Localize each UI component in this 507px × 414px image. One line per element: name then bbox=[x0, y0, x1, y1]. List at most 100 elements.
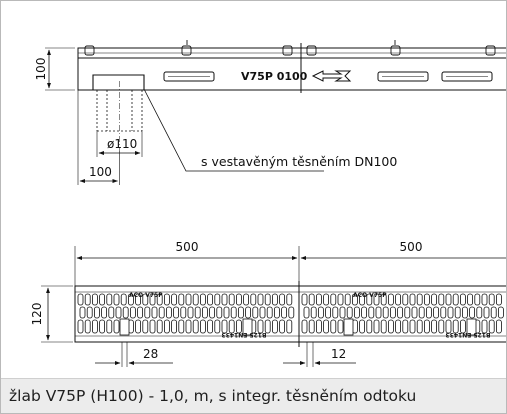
grate-slot bbox=[173, 306, 180, 319]
grate-code-label-left: B125 EN1433 bbox=[221, 331, 266, 338]
grate-slot bbox=[281, 306, 288, 319]
grate-code-label-right: B125 EN1433 bbox=[445, 331, 490, 338]
grate-slot bbox=[402, 319, 409, 334]
grate-slot bbox=[481, 293, 488, 306]
grate-slot bbox=[84, 319, 91, 334]
grate-slot bbox=[339, 306, 346, 319]
grate-slot bbox=[185, 319, 192, 334]
grate-slot bbox=[207, 319, 214, 334]
grate-slot bbox=[187, 306, 194, 319]
grate-slot bbox=[337, 293, 344, 306]
grate-slot bbox=[303, 306, 310, 319]
grate-slot bbox=[271, 293, 278, 306]
grate-slot bbox=[86, 306, 93, 319]
grate-slot bbox=[207, 293, 214, 306]
grate-slot bbox=[288, 306, 295, 319]
outlet-pipe bbox=[96, 90, 143, 132]
grate-slot bbox=[308, 319, 315, 334]
grate-slot bbox=[279, 293, 286, 306]
grate-slot bbox=[452, 319, 459, 334]
grate-slot bbox=[257, 293, 264, 306]
grate-slot bbox=[301, 319, 308, 334]
grate-slot bbox=[387, 319, 394, 334]
grate-slot bbox=[178, 319, 185, 334]
grate-slot bbox=[361, 306, 368, 319]
grate-slot bbox=[214, 293, 221, 306]
grate-slot bbox=[199, 319, 206, 334]
grate-slot bbox=[459, 319, 466, 334]
height-dim-label: 100 bbox=[34, 58, 48, 81]
grate-slot bbox=[92, 293, 98, 306]
grate-slot bbox=[409, 319, 416, 334]
grate-clip bbox=[242, 318, 253, 336]
grate-slot bbox=[106, 319, 113, 334]
grate-slot bbox=[230, 306, 237, 319]
grate-slot bbox=[257, 319, 264, 334]
grate-slot bbox=[228, 293, 235, 306]
grate-slot bbox=[315, 293, 322, 306]
grate-outline bbox=[74, 285, 506, 343]
grate-slot bbox=[221, 319, 228, 334]
grate-slot bbox=[476, 306, 483, 319]
grate-slot bbox=[308, 293, 315, 306]
grate-slot bbox=[94, 306, 100, 319]
grate-slot bbox=[317, 306, 324, 319]
figure-caption: žlab V75P (H100) - 1,0, m, s integr. těs… bbox=[9, 387, 417, 405]
grate-slot bbox=[423, 293, 430, 306]
grate-slot bbox=[84, 293, 91, 306]
gap-dim-label-right: 12 bbox=[331, 347, 346, 361]
grate-slot bbox=[156, 319, 163, 334]
grate-slot bbox=[113, 319, 120, 334]
grate-slot bbox=[158, 306, 165, 319]
grate-slot bbox=[418, 306, 425, 319]
grate-slot bbox=[99, 293, 105, 306]
grate-slot bbox=[346, 306, 353, 319]
gap-dim-label-left: 28 bbox=[143, 347, 158, 361]
grate-slot bbox=[474, 293, 481, 306]
grate-slot bbox=[301, 293, 308, 306]
grate-slot bbox=[445, 293, 452, 306]
seal-label: s vestavěným těsněním DN100 bbox=[201, 154, 397, 169]
grate-slot bbox=[99, 319, 105, 334]
grate-slot bbox=[115, 306, 122, 319]
grate-slot bbox=[235, 293, 242, 306]
technical-drawing: 100 V75P 0100 ø110 100 s vestavěným těsn… bbox=[30, 40, 506, 367]
grate-slot bbox=[323, 319, 330, 334]
grate-slot bbox=[330, 293, 337, 306]
grate-slot bbox=[368, 306, 375, 319]
grate-slot bbox=[149, 319, 156, 334]
grate-slot bbox=[171, 319, 178, 334]
grate-slot bbox=[106, 293, 113, 306]
length-dim-label-left: 500 bbox=[176, 240, 199, 254]
grate-slot bbox=[192, 293, 199, 306]
grate-slot bbox=[325, 306, 332, 319]
grate-slot bbox=[454, 306, 461, 319]
grate-slot bbox=[440, 306, 447, 319]
grate-pattern bbox=[77, 293, 504, 336]
grate-slot bbox=[467, 293, 474, 306]
grate-slot bbox=[223, 306, 230, 319]
grate-slot bbox=[373, 319, 380, 334]
side-slots bbox=[163, 71, 493, 82]
grate-slot bbox=[387, 293, 394, 306]
grate-slot bbox=[201, 306, 208, 319]
grate-slot bbox=[101, 306, 107, 319]
grate-slot bbox=[264, 319, 271, 334]
grate-slot bbox=[337, 319, 344, 334]
grate-slot bbox=[271, 319, 278, 334]
grate-slot bbox=[411, 306, 418, 319]
grate-slot bbox=[481, 319, 488, 334]
grate-slot bbox=[375, 306, 382, 319]
offset-dim-label: 100 bbox=[89, 165, 112, 179]
grate-slot bbox=[344, 293, 351, 306]
grate-slot bbox=[353, 306, 360, 319]
grate-slot bbox=[137, 306, 144, 319]
grate-slot bbox=[245, 306, 252, 319]
grate-slot bbox=[128, 293, 134, 306]
grate-slot bbox=[273, 306, 280, 319]
grate-slot bbox=[359, 293, 366, 306]
grate-slot bbox=[359, 319, 366, 334]
pipe-dim-label: ø110 bbox=[107, 137, 137, 151]
grate-slot bbox=[228, 319, 235, 334]
